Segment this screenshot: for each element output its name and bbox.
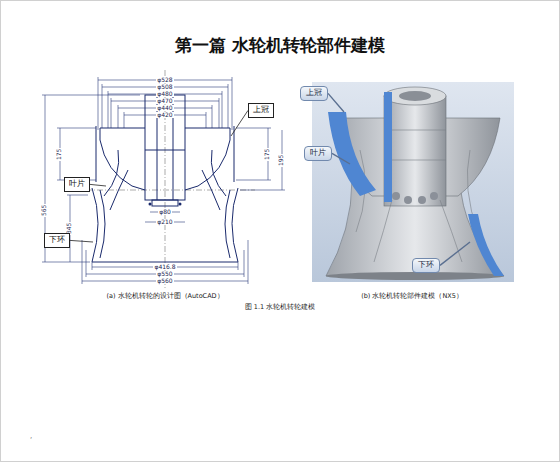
dimension: φ528 [156,77,173,84]
callout-box: 上冠 [248,103,274,118]
dimension: φ560 [156,278,173,285]
leader-line [90,184,106,186]
dimension: φ480 [156,91,173,98]
dimension: φ470 [156,98,173,105]
figure-caption: 图 1.1 水轮机转轮建模 [245,304,315,311]
dimension: φ80 [158,209,172,216]
page-title: 第一篇 水轮机转轮部件建模 [175,36,385,55]
callout-box: 下环 [44,233,70,248]
dimension: 565 [42,203,49,216]
leader-line [440,242,470,265]
page-mark: , [30,433,32,441]
dimension: 175 [57,147,64,160]
callout-text: 下环 [49,236,65,245]
callout-box: 叶片 [64,177,90,192]
leader-line [332,153,350,164]
dimension: φ416.8 [153,264,176,271]
leader-line [231,110,248,136]
callout-box: 下环 [412,258,440,273]
leader-line [70,240,93,242]
dimension: φ440 [156,105,173,112]
callout-text: 上冠 [306,89,322,98]
dimension: φ210 [156,219,173,226]
subfigure-caption: (b) 水轮机转轮部件建模（NX5） [361,293,463,300]
callout-text: 下环 [418,261,434,270]
dimension: φ550 [156,271,173,278]
leader-line [328,93,344,112]
callout-text: 叶片 [310,149,326,158]
subfigure-caption: (a) 水轮机转轮的设计图（AutoCAD） [106,293,223,300]
callout-box: 上冠 [300,86,328,101]
callout-text: 上冠 [253,106,269,115]
callout-text: 叶片 [69,180,85,189]
dimension: 195 [279,153,286,166]
dimension: 175 [265,147,272,160]
dimension: φ508 [156,84,173,91]
callout-box: 叶片 [304,146,332,161]
dimension: φ420 [156,112,173,119]
